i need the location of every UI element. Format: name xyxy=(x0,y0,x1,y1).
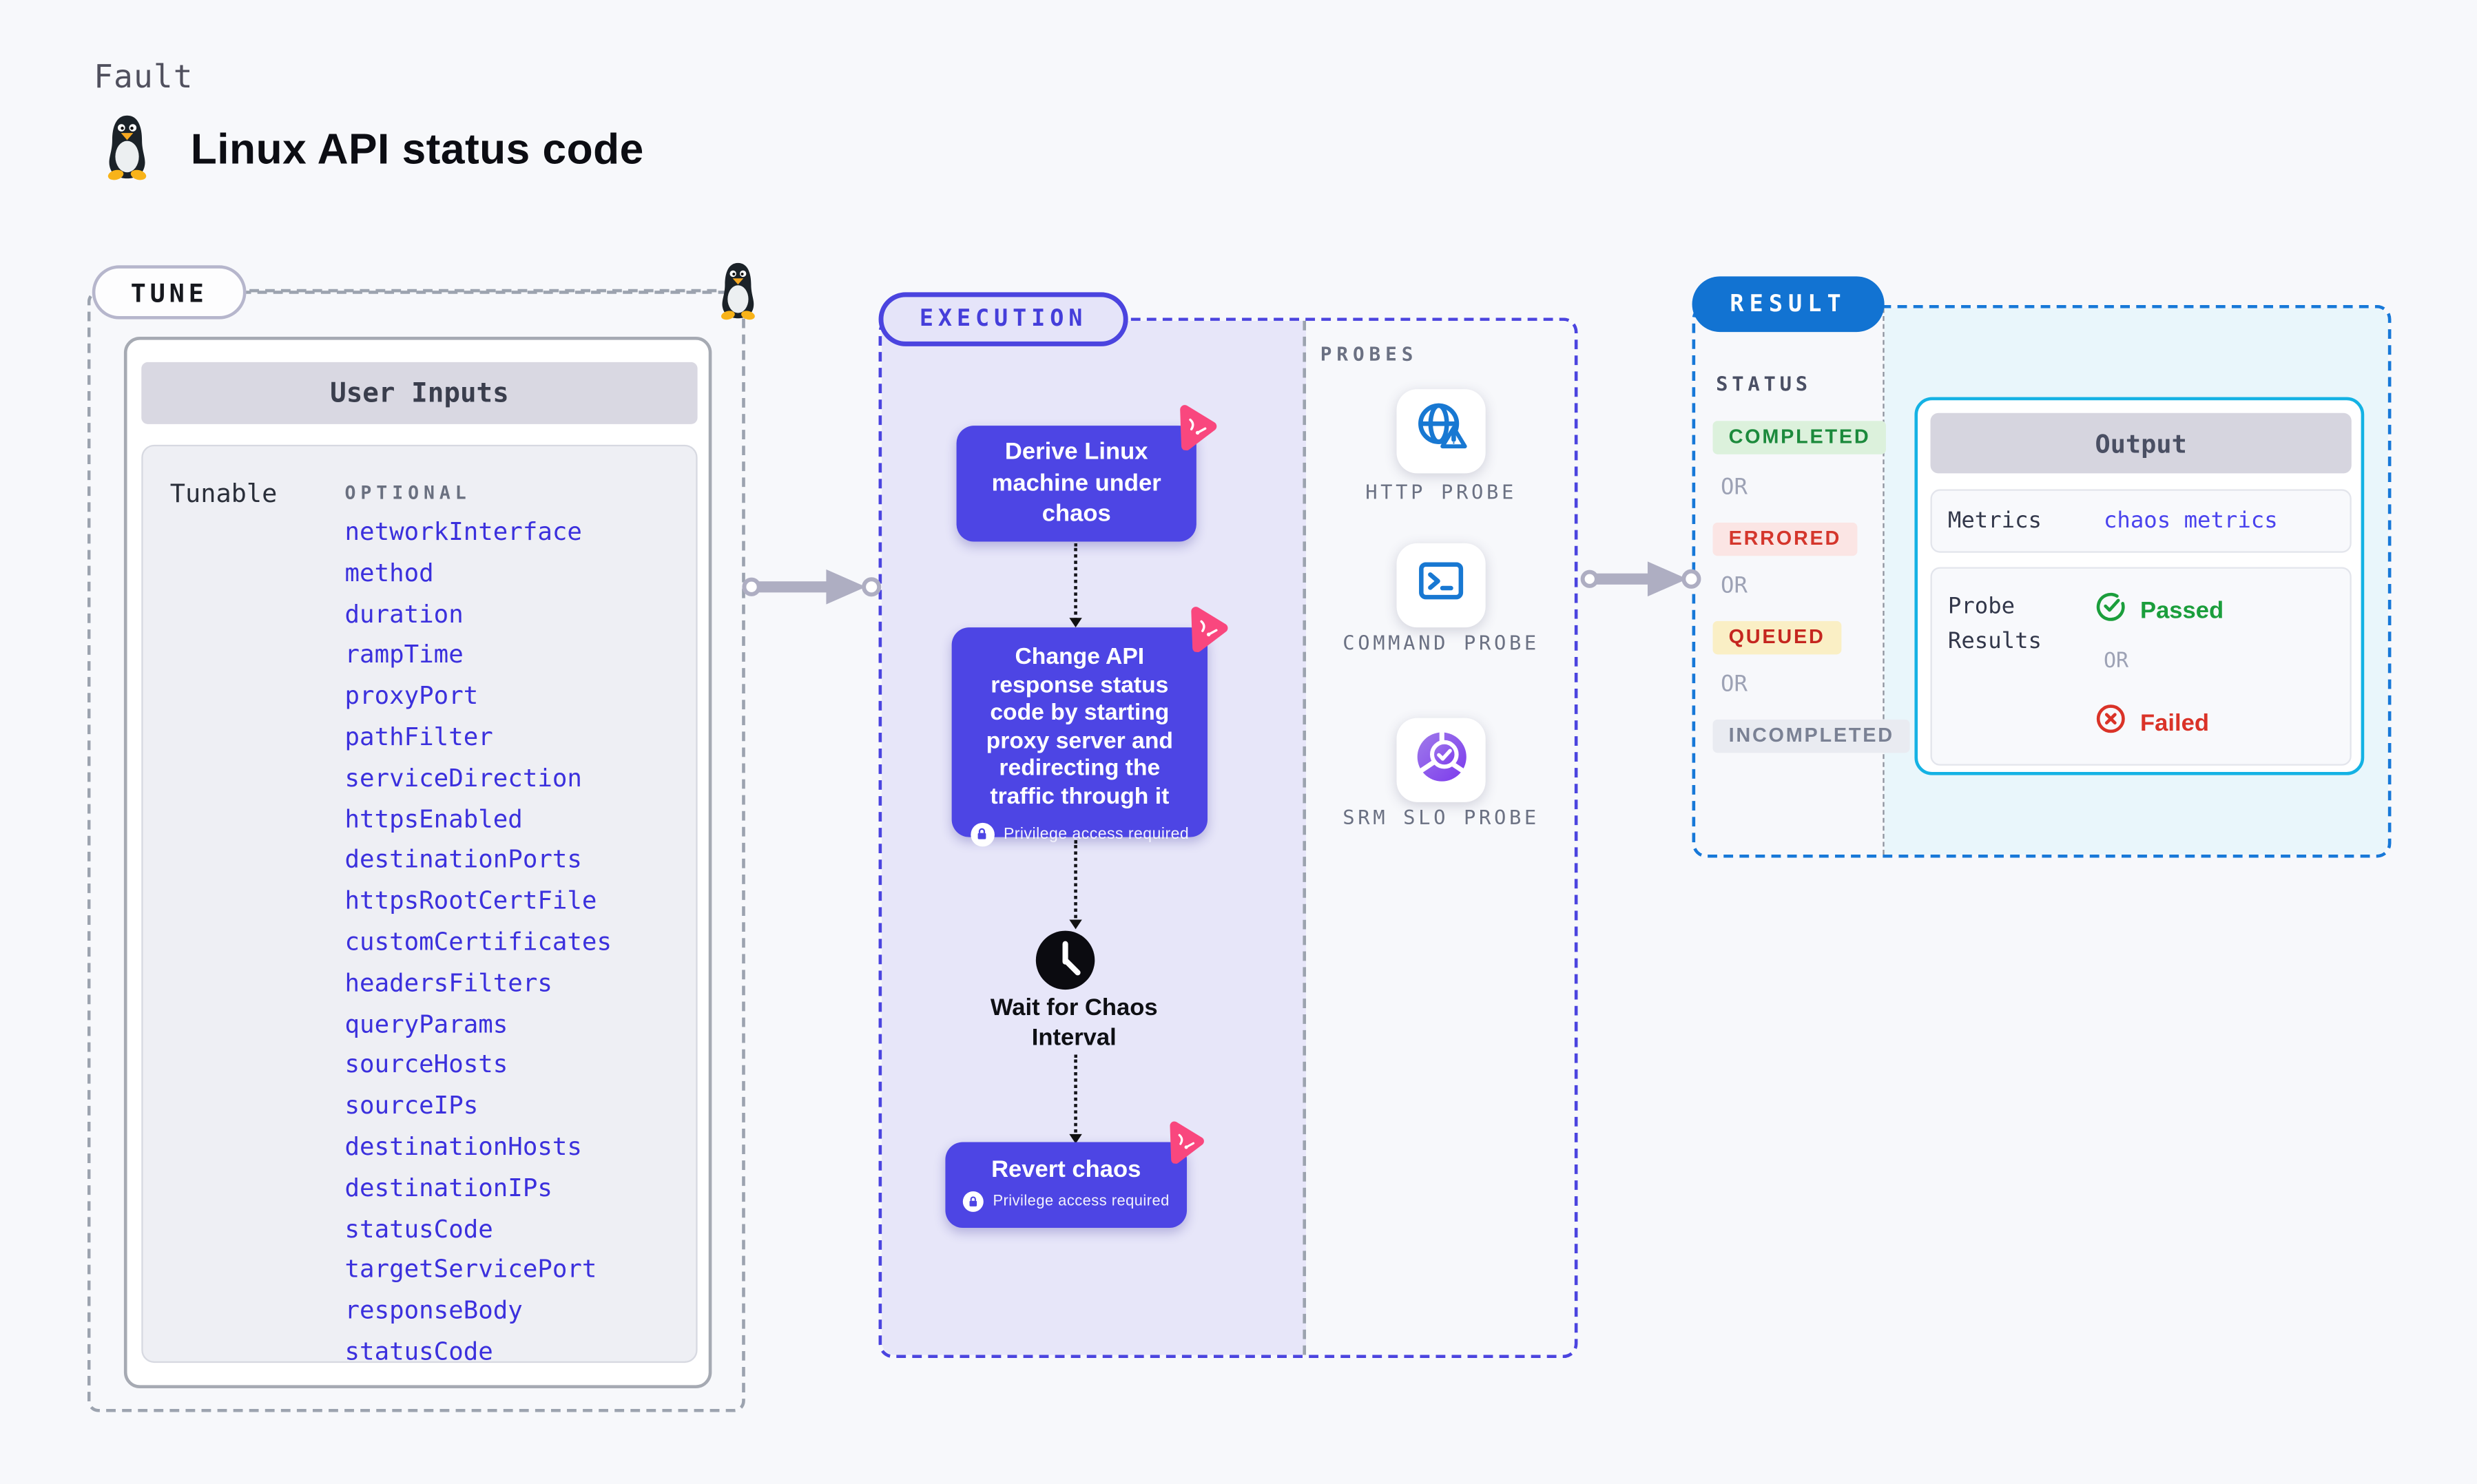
passed-label: Passed xyxy=(2139,596,2224,624)
srm-slo-probe-label: SRM SLO PROBE xyxy=(1343,805,1540,830)
slo-pie-icon xyxy=(1411,727,1470,793)
lock-icon xyxy=(970,822,995,846)
failed-row: Failed xyxy=(2094,702,2209,744)
tunable-item: statusCode xyxy=(344,1337,493,1366)
output-header: Output xyxy=(1930,412,2352,474)
tunable-item: headersFilters xyxy=(344,968,552,998)
tunable-item: targetServicePort xyxy=(344,1255,597,1284)
execution-pill: EXECUTION xyxy=(878,292,1128,346)
status-section-label: STATUS xyxy=(1716,371,1812,396)
tunable-item: httpsRootCertFile xyxy=(344,886,597,915)
status-badge-completed: COMPLETED xyxy=(1712,421,1887,454)
tunable-item: sourceHosts xyxy=(344,1050,508,1080)
tunable-item: statusCode xyxy=(344,1214,493,1244)
privilege-note-row: Privilege access required xyxy=(966,822,1193,846)
tunable-item: queryParams xyxy=(344,1009,508,1038)
tunable-item: duration xyxy=(344,599,464,629)
flow-connector xyxy=(1069,840,1083,930)
check-circle-icon xyxy=(2094,589,2127,631)
metrics-value: chaos metrics xyxy=(2103,508,2278,534)
linux-penguin-icon xyxy=(99,111,156,189)
status-badge-queued: QUEUED xyxy=(1712,620,1841,655)
command-probe-card xyxy=(1396,543,1486,628)
globe-alert-icon xyxy=(1413,399,1470,464)
user-inputs-card: User Inputs Tunable OPTIONAL networkInte… xyxy=(123,336,712,1388)
tunable-item: destinationHosts xyxy=(344,1132,582,1162)
tune-connector-line xyxy=(249,289,717,293)
metrics-label: Metrics xyxy=(1947,508,2042,534)
litmus-chaos-icon xyxy=(1159,1119,1207,1174)
litmus-chaos-icon xyxy=(1168,403,1220,461)
tunable-item: rampTime xyxy=(344,640,464,669)
or-separator: OR xyxy=(1721,671,1748,698)
privilege-note: Privilege access required xyxy=(993,1192,1170,1210)
or-separator: OR xyxy=(1721,474,1748,501)
title-row: Linux API status code xyxy=(99,111,644,189)
tunable-item: destinationPorts xyxy=(344,845,582,875)
tunable-item: responseBody xyxy=(344,1296,523,1326)
privilege-note: Privilege access required xyxy=(1003,825,1190,843)
tunable-row-label: Tunable xyxy=(169,478,278,509)
linux-penguin-icon xyxy=(714,259,763,328)
probes-to-result-arrow xyxy=(1579,558,1703,609)
result-status-divider xyxy=(1883,308,1885,855)
litmus-chaos-icon xyxy=(1179,605,1231,663)
step-change-status-code: Change API response status code by start… xyxy=(951,607,1228,846)
privilege-note-row: Privilege access required xyxy=(955,1190,1177,1211)
metrics-row: Metrics chaos metrics xyxy=(1930,489,2352,553)
http-probe-label: HTTP PROBE xyxy=(1365,479,1517,504)
or-separator: OR xyxy=(1721,573,1748,599)
tunable-item: networkInterface xyxy=(344,517,582,547)
tunable-item: proxyPort xyxy=(344,681,479,711)
flow-connector xyxy=(1069,1054,1083,1144)
user-inputs-header: User Inputs xyxy=(141,362,698,424)
probes-section-label: PROBES xyxy=(1320,343,1418,366)
step-change-label: Change API response status code by start… xyxy=(986,645,1173,811)
tunable-item: httpsEnabled xyxy=(344,804,523,833)
x-circle-icon xyxy=(2094,702,2127,744)
tunable-item: serviceDirection xyxy=(344,763,582,793)
tune-pill: TUNE xyxy=(92,265,247,320)
srm-slo-probe-card xyxy=(1396,718,1486,802)
tune-to-execution-arrow xyxy=(740,565,884,616)
execution-region-frame xyxy=(878,317,1578,1359)
execution-probes-divider xyxy=(1303,320,1307,1355)
failed-label: Failed xyxy=(2139,709,2210,737)
flow-connector xyxy=(1069,543,1083,628)
tunables-box: Tunable OPTIONAL networkInterface method d… xyxy=(141,444,698,1366)
tunable-item: pathFilter xyxy=(344,722,493,751)
tunables-list: networkInterface method duration rampTime pr… xyxy=(345,513,612,1374)
step-revert-chaos: Revert chaos Privilege access required xyxy=(945,1121,1204,1229)
clock-icon xyxy=(1035,929,1097,999)
tunable-item: customCertificates xyxy=(344,927,612,957)
step-derive-machine: Derive Linux machine under chaos xyxy=(956,405,1217,542)
tunable-item: method xyxy=(344,558,434,587)
status-badge-errored: ERRORED xyxy=(1712,522,1858,556)
output-card: Output Metrics chaos metrics Probe Resul… xyxy=(1914,397,2365,775)
lock-icon xyxy=(962,1190,984,1211)
tunable-item: destinationIPs xyxy=(344,1173,552,1202)
tunable-item: sourceIPs xyxy=(344,1091,479,1120)
command-probe-label: COMMAND PROBE xyxy=(1343,630,1540,655)
result-pill: RESULT xyxy=(1692,276,1885,333)
step-derive-label: Derive Linux machine under chaos xyxy=(991,439,1161,528)
probe-results-label: Probe Results xyxy=(1947,594,2042,655)
passed-row: Passed xyxy=(2094,589,2224,631)
probe-results-row: Probe Results Passed OR F xyxy=(1930,567,2352,766)
or-separator: OR xyxy=(2103,649,2129,673)
http-probe-card xyxy=(1396,389,1486,474)
wait-interval-label: Wait for Chaos Interval xyxy=(990,994,1158,1051)
status-badge-incompleted: INCOMPLETED xyxy=(1712,719,1910,753)
optional-column-label: OPTIONAL xyxy=(344,481,471,504)
terminal-icon xyxy=(1414,554,1468,616)
fault-label: Fault xyxy=(94,57,194,96)
step-revert-label: Revert chaos xyxy=(991,1156,1141,1184)
page-title: Linux API status code xyxy=(190,125,644,174)
